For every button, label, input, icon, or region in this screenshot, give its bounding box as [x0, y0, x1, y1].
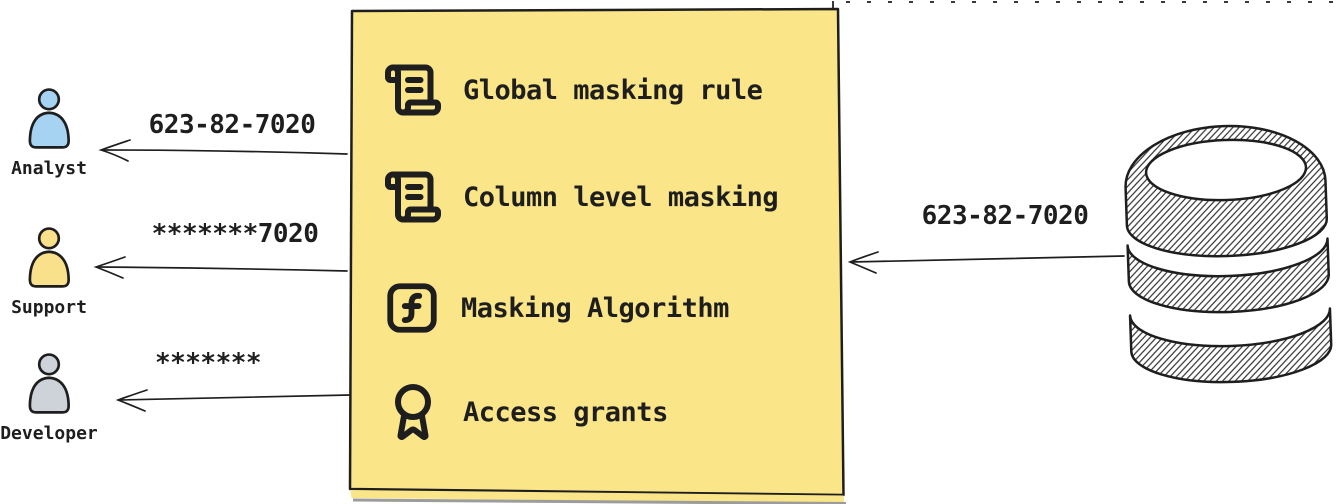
box-item-global-masking-rule[interactable]: Global masking rule	[383, 58, 763, 122]
frame-dashed-line	[832, 1, 1340, 10]
arrow-box-to-analyst[interactable]	[98, 139, 348, 162]
arrow-box-to-support[interactable]	[93, 256, 348, 279]
user-label-analyst: Analyst	[11, 158, 87, 179]
database-middle-band	[1126, 237, 1330, 314]
person-icon	[28, 227, 70, 288]
user-label-support: Support	[11, 297, 87, 318]
arrow-box-to-developer[interactable]	[115, 389, 351, 412]
box-item-access-grants[interactable]: Access grants	[383, 378, 668, 446]
user-analyst[interactable]: Analyst	[0, 88, 104, 179]
arrow-value-support: *******7020	[151, 219, 319, 249]
arrow-value-database: 623-82-7020	[921, 201, 1089, 231]
user-label-developer: Developer	[0, 423, 98, 444]
masking-box-shadow	[352, 498, 847, 504]
box-item-column-level-masking[interactable]: Column level masking	[383, 165, 779, 229]
person-icon	[28, 88, 70, 149]
user-support[interactable]: Support	[0, 227, 104, 318]
person-icon	[28, 353, 70, 414]
scroll-text-icon	[385, 64, 441, 116]
award-icon	[395, 384, 431, 440]
arrow-value-developer: *******	[154, 348, 262, 378]
masking-box[interactable]	[348, 7, 847, 504]
database-top-face	[1144, 138, 1308, 202]
user-developer[interactable]: Developer	[0, 353, 104, 444]
box-item-masking-algorithm[interactable]: Masking Algorithm	[383, 276, 729, 340]
function-square-icon	[387, 283, 437, 333]
scroll-text-icon	[385, 171, 441, 223]
box-item-label: Global masking rule	[463, 74, 763, 106]
database-icon[interactable]	[1124, 123, 1333, 386]
box-item-label: Access grants	[463, 396, 668, 428]
database-bottom-band	[1128, 307, 1333, 384]
arrow-db-to-box[interactable]	[847, 251, 1125, 274]
box-item-label: Column level masking	[463, 181, 779, 213]
masking-box-rough-edge	[350, 490, 844, 503]
arrow-value-analyst: 623-82-7020	[148, 110, 316, 140]
box-item-label: Masking Algorithm	[461, 292, 729, 324]
masking-box-shape[interactable]	[348, 7, 845, 497]
